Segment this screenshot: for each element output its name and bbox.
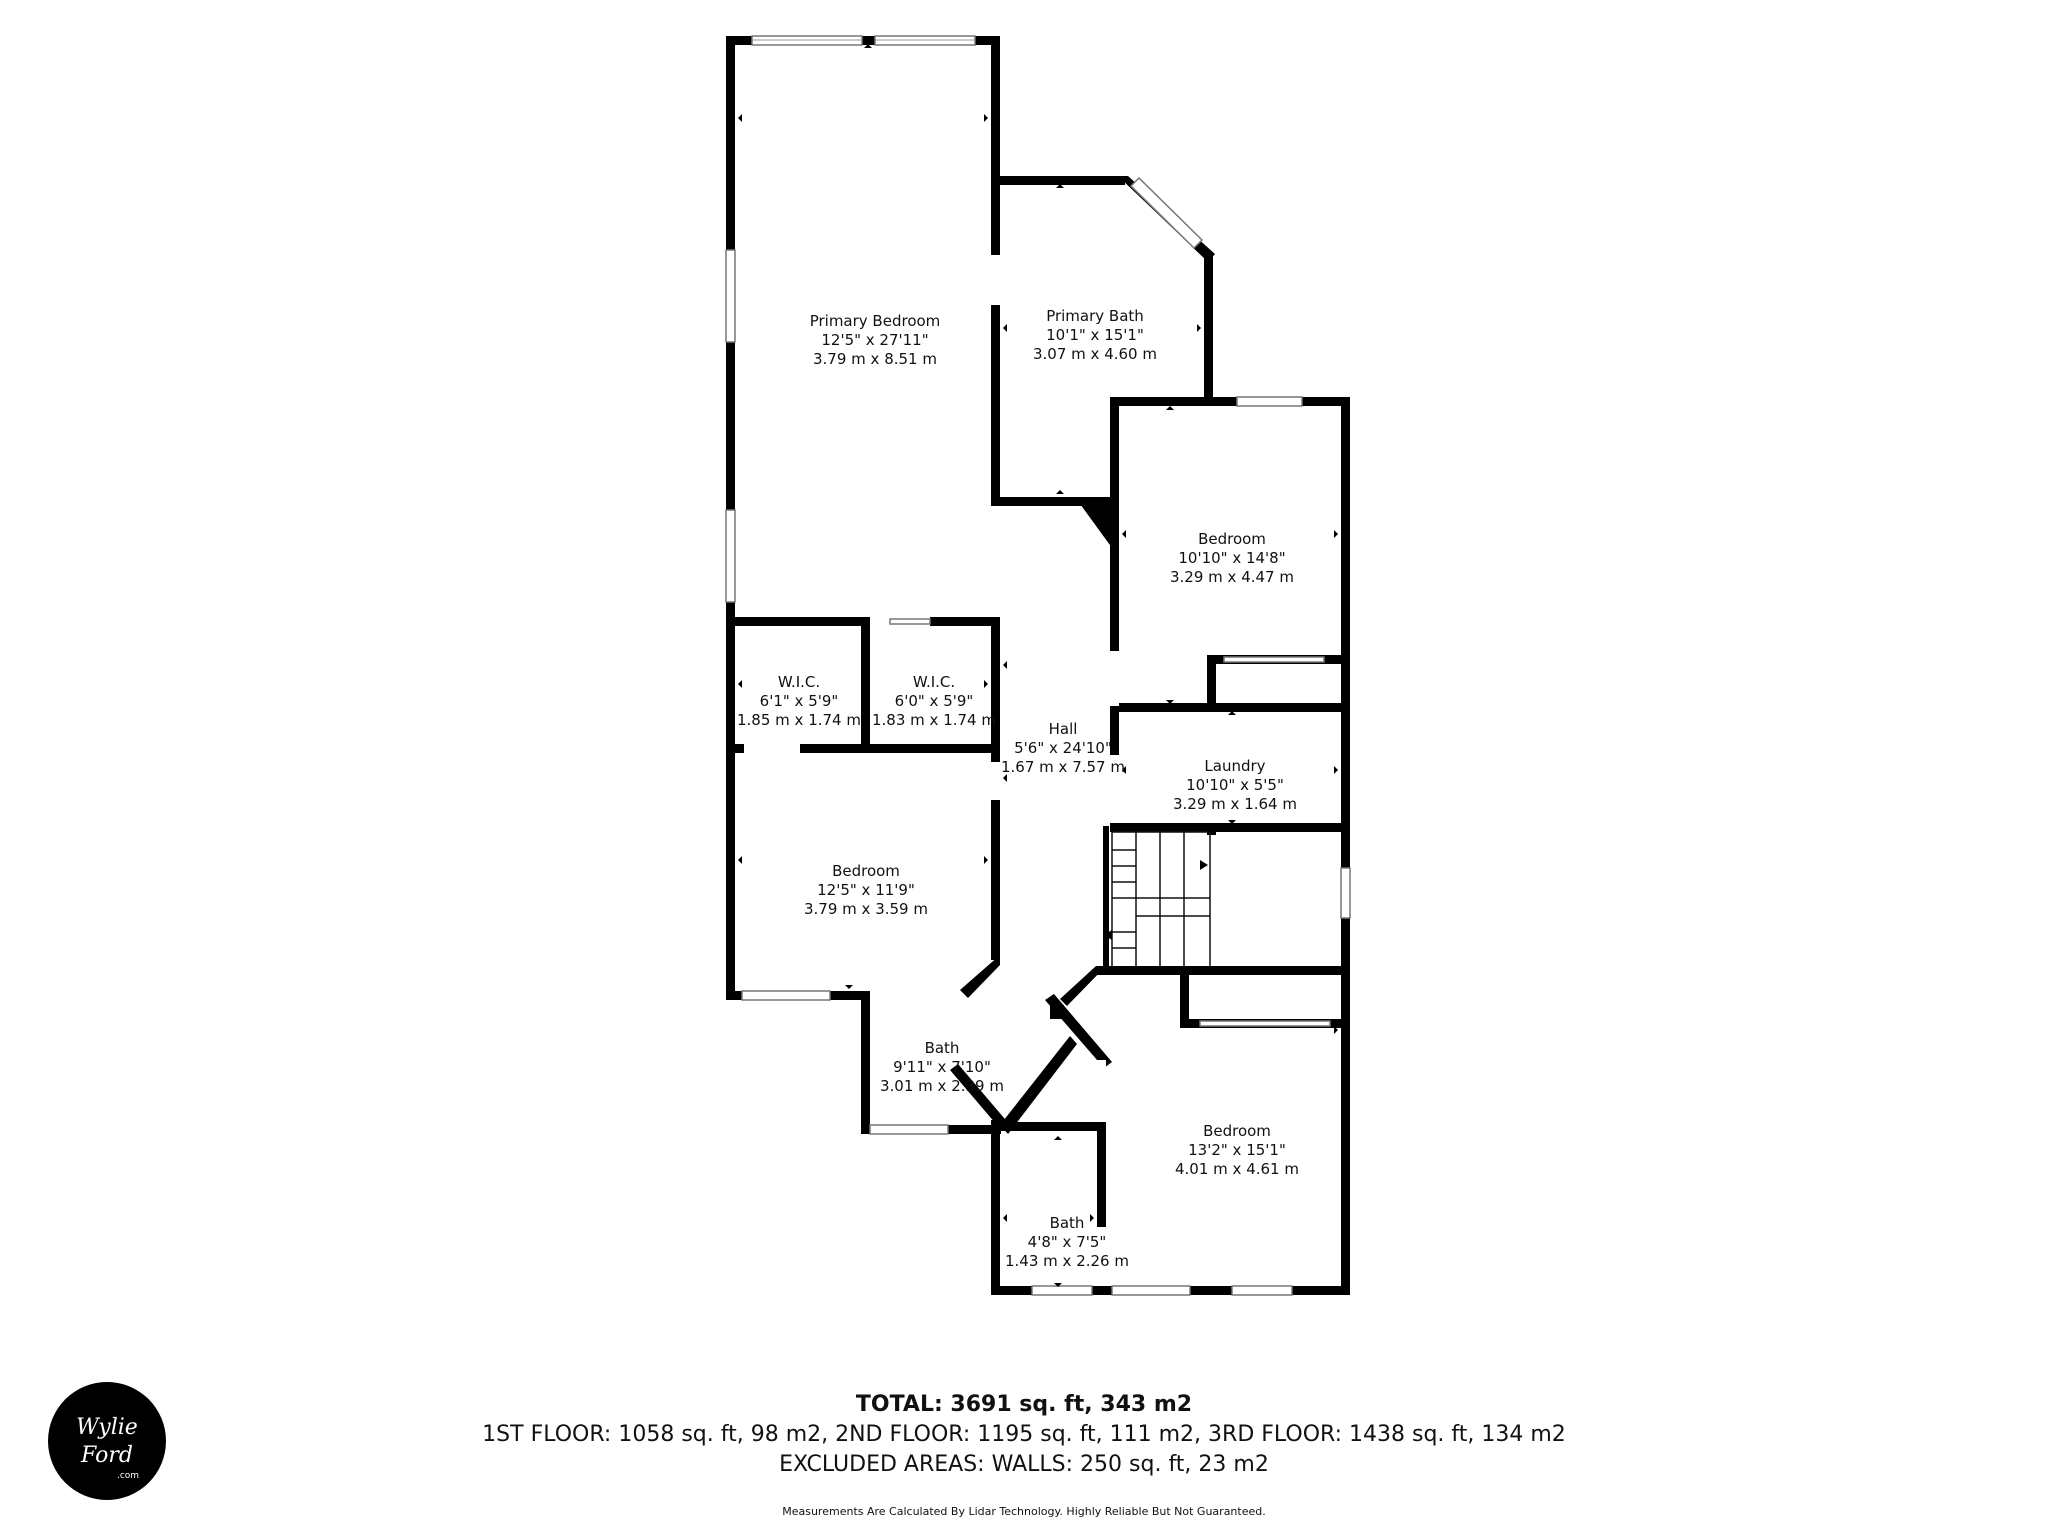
disclaimer: Measurements Are Calculated By Lidar Tec… [782, 1505, 1266, 1518]
logo-line-2: Ford [80, 1443, 133, 1468]
windows [725, 35, 1351, 1296]
svg-text:3.01 m x 2.39 m: 3.01 m x 2.39 m [880, 1077, 1004, 1095]
room-wic-2: W.I.C. 6'0" x 5'9" 1.83 m x 1.74 m [872, 673, 996, 729]
room-bedroom-3: Bedroom 12'5" x 11'9" 3.79 m x 3.59 m [804, 862, 928, 918]
floor-plan: Primary Bedroom 12'5" x 27'11" 3.79 m x … [725, 35, 1351, 1296]
svg-text:Bedroom: Bedroom [1198, 530, 1266, 548]
svg-text:1.83 m x 1.74 m: 1.83 m x 1.74 m [872, 711, 996, 729]
logo-line-3: .com [117, 1471, 139, 1481]
svg-text:10'1" x 15'1": 10'1" x 15'1" [1046, 326, 1144, 344]
svg-text:1.43 m x 2.26 m: 1.43 m x 2.26 m [1005, 1252, 1129, 1270]
room-bath-2: Bath 4'8" x 7'5" 1.43 m x 2.26 m [1005, 1214, 1129, 1270]
svg-text:Hall: Hall [1049, 720, 1078, 738]
svg-text:Bath: Bath [1050, 1214, 1085, 1232]
svg-text:4'8" x 7'5": 4'8" x 7'5" [1028, 1233, 1107, 1251]
room-primary-bath: Primary Bath 10'1" x 15'1" 3.07 m x 4.60… [1033, 307, 1157, 363]
svg-text:6'0" x 5'9": 6'0" x 5'9" [895, 692, 974, 710]
logo-mark: Wylie Ford .com [76, 1415, 139, 1481]
svg-text:3.07 m x 4.60 m: 3.07 m x 4.60 m [1033, 345, 1157, 363]
total-area: TOTAL: 3691 sq. ft, 343 m2 [855, 1392, 1193, 1417]
svg-text:Bath: Bath [925, 1039, 960, 1057]
room-bedroom-2: Bedroom 10'10" x 14'8" 3.29 m x 4.47 m [1170, 530, 1294, 586]
logo-line-1: Wylie [76, 1415, 138, 1440]
svg-text:3.79 m x 8.51 m: 3.79 m x 8.51 m [813, 350, 937, 368]
svg-text:4.01 m x 4.61 m: 4.01 m x 4.61 m [1175, 1160, 1299, 1178]
svg-text:1.85 m x 1.74 m: 1.85 m x 1.74 m [737, 711, 861, 729]
svg-text:13'2" x 15'1": 13'2" x 15'1" [1188, 1141, 1286, 1159]
excluded-areas: EXCLUDED AREAS: WALLS: 250 sq. ft, 23 m2 [779, 1452, 1269, 1477]
staircase [1103, 826, 1211, 972]
room-wic-1: W.I.C. 6'1" x 5'9" 1.85 m x 1.74 m [737, 673, 861, 729]
room-hall: Hall 5'6" x 24'10" 1.67 m x 7.57 m [1001, 720, 1125, 776]
room-laundry: Laundry 10'10" x 5'5" 3.29 m x 1.64 m [1173, 757, 1297, 813]
wylie-ford-logo: Wylie Ford .com [48, 1382, 166, 1500]
svg-text:1.67 m x 7.57 m: 1.67 m x 7.57 m [1001, 758, 1125, 776]
svg-text:10'10" x 14'8": 10'10" x 14'8" [1178, 549, 1285, 567]
room-labels: Primary Bedroom 12'5" x 27'11" 3.79 m x … [737, 307, 1299, 1270]
room-primary-bedroom: Primary Bedroom 12'5" x 27'11" 3.79 m x … [810, 312, 941, 368]
floor-areas: 1ST FLOOR: 1058 sq. ft, 98 m2, 2ND FLOOR… [482, 1422, 1566, 1447]
svg-text:Primary Bedroom: Primary Bedroom [810, 312, 941, 330]
walls [726, 36, 1350, 1295]
svg-text:5'6" x 24'10": 5'6" x 24'10" [1014, 739, 1112, 757]
svg-text:10'10" x 5'5": 10'10" x 5'5" [1186, 776, 1284, 794]
svg-text:6'1" x 5'9": 6'1" x 5'9" [760, 692, 839, 710]
doors [744, 255, 1331, 1122]
svg-text:Laundry: Laundry [1204, 757, 1265, 775]
svg-text:Primary Bath: Primary Bath [1046, 307, 1144, 325]
svg-text:12'5" x 11'9": 12'5" x 11'9" [817, 881, 915, 899]
svg-text:W.I.C.: W.I.C. [778, 673, 820, 691]
room-bedroom-4: Bedroom 13'2" x 15'1" 4.01 m x 4.61 m [1175, 1122, 1299, 1178]
svg-text:Bedroom: Bedroom [1203, 1122, 1271, 1140]
measure-ticks [738, 44, 1338, 1287]
svg-text:3.79 m x 3.59 m: 3.79 m x 3.59 m [804, 900, 928, 918]
svg-text:3.29 m x 1.64 m: 3.29 m x 1.64 m [1173, 795, 1297, 813]
room-bath-1: Bath 9'11" x 7'10" 3.01 m x 2.39 m [880, 1039, 1004, 1095]
svg-text:12'5" x 27'11": 12'5" x 27'11" [821, 331, 928, 349]
svg-text:Bedroom: Bedroom [832, 862, 900, 880]
svg-text:9'11" x 7'10": 9'11" x 7'10" [893, 1058, 991, 1076]
svg-text:W.I.C.: W.I.C. [913, 673, 955, 691]
svg-text:3.29 m x 4.47 m: 3.29 m x 4.47 m [1170, 568, 1294, 586]
